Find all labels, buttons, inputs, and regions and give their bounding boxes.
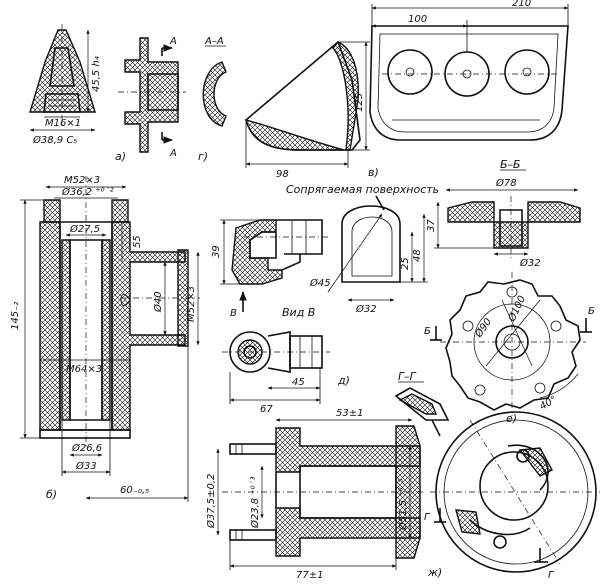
view-g-label: г) (198, 150, 208, 163)
view-b-dim-bottom-outer: Ø33 (75, 460, 97, 472)
view-d-fitting-part: В 39 Сопрягаемая поверхность Ø45 25 48 Ø… (211, 183, 439, 415)
view-zh-dim-51-5: Ø51,5 ⁺⁰˙⁵ (397, 478, 409, 531)
view-g-section-mark-bottom: A (169, 148, 177, 159)
view-zh-label: ж) (427, 566, 442, 579)
view-b-dim-branch-bore: Ø40 (152, 291, 164, 313)
view-e-dim-32: Ø32 (519, 257, 541, 269)
view-e-dim-40-deg: 40° (538, 394, 559, 412)
view-d-mating-surface-note: Сопрягаемая поверхность (286, 183, 439, 196)
view-b-label: б) (46, 488, 57, 501)
view-zh-section-mark-right: Г (548, 570, 555, 581)
view-zh-dim-53: 53±1 (336, 408, 363, 419)
view-v-dim-depth: 98 (276, 169, 289, 180)
view-a-dim-thread: M16×1 (45, 118, 81, 129)
view-d-label: д) (337, 374, 350, 387)
view-b-dim-inner-bore: Ø27,5 (69, 223, 100, 235)
view-e-section-title: Б–Б (500, 158, 521, 171)
view-e-section-mark-right: Б (588, 306, 595, 317)
view-d-dim-25: 25 (400, 257, 411, 270)
view-a-cone-part: 45,5 h₄ M16×1 Ø38,9 C₅ а) (29, 24, 126, 163)
view-e-dim-90: Ø90 (472, 316, 494, 341)
view-a-dim-diameter: Ø38,9 C₅ (32, 134, 77, 146)
view-a-dim-height: 45,5 h₄ (91, 56, 102, 92)
view-e-dim-78: Ø78 (495, 177, 517, 189)
view-b-dim-branch-offset: 60₋₀,₅ (120, 485, 149, 496)
view-v-dim-pitch: 100 (408, 14, 427, 25)
view-zh-section-mark-left: Г (424, 512, 431, 523)
view-d-view-title: Вид В (282, 306, 315, 319)
view-g-section-title: A–A (204, 36, 224, 47)
view-v-dim-height: 125 (354, 93, 365, 112)
view-e-section-mark-left: Б (424, 326, 431, 337)
view-b-dim-55: 55 (132, 235, 143, 248)
view-d-view-arrow-label: В (230, 308, 237, 319)
view-zh-section-title: Г–Г (398, 370, 417, 383)
view-b-dim-branch-thread: M52×3 (186, 286, 197, 322)
view-b-dim-top-bore: Ø36,2 ⁺⁰˙² (61, 186, 114, 198)
view-a-label: а) (115, 150, 126, 163)
view-d-dim-67: 67 (260, 404, 273, 415)
view-d-dim-32-diam: Ø32 (355, 303, 377, 315)
view-b-tee-body-part: M52×3 Ø36,2 ⁺⁰˙² Ø27,5 55 145₋₂ Ø40 M52×… (10, 175, 200, 502)
view-e-label: е) (506, 412, 517, 425)
view-d-dim-48: 48 (412, 249, 423, 262)
view-e-dim-100: Ø100 (505, 294, 528, 324)
view-e-knob-part: Б–Б Ø78 37 Ø32 Ø90 Ø100 40° Б Б е) (424, 158, 595, 425)
view-zh-dim-23-8: Ø23,8 ⁺⁰˙³ (249, 476, 261, 529)
view-zh-bushing-part: 53±1 Ø37,5±0,2 Ø23,8 ⁺⁰˙³ Ø51,5 ⁺⁰˙⁵ 77±… (205, 370, 600, 581)
view-b-dim-body-thread: M64×3 (66, 364, 102, 375)
view-e-dim-37: 37 (426, 219, 437, 232)
view-b-dim-top-thread: M52×3 (64, 175, 100, 186)
view-g-flange-part: A A A–A г) (118, 36, 227, 163)
view-d-dim-45: 45 (292, 377, 305, 388)
view-g-section-mark-top: A (169, 36, 177, 47)
view-v-dim-width: 210 (512, 0, 531, 9)
view-v-housing-part: 210 100 125 98 в) (245, 0, 569, 180)
view-b-dim-overall-length: 145₋₂ (10, 302, 21, 330)
view-b-dim-bottom-bore: Ø26,6 (71, 442, 102, 454)
view-zh-dim-37-5: Ø37,5±0,2 (205, 474, 217, 529)
view-zh-dim-77: 77±1 (296, 570, 323, 581)
view-d-dim-39: 39 (211, 245, 222, 258)
view-d-dim-45-diam: Ø45 (309, 277, 331, 289)
view-v-label: в) (368, 166, 379, 179)
